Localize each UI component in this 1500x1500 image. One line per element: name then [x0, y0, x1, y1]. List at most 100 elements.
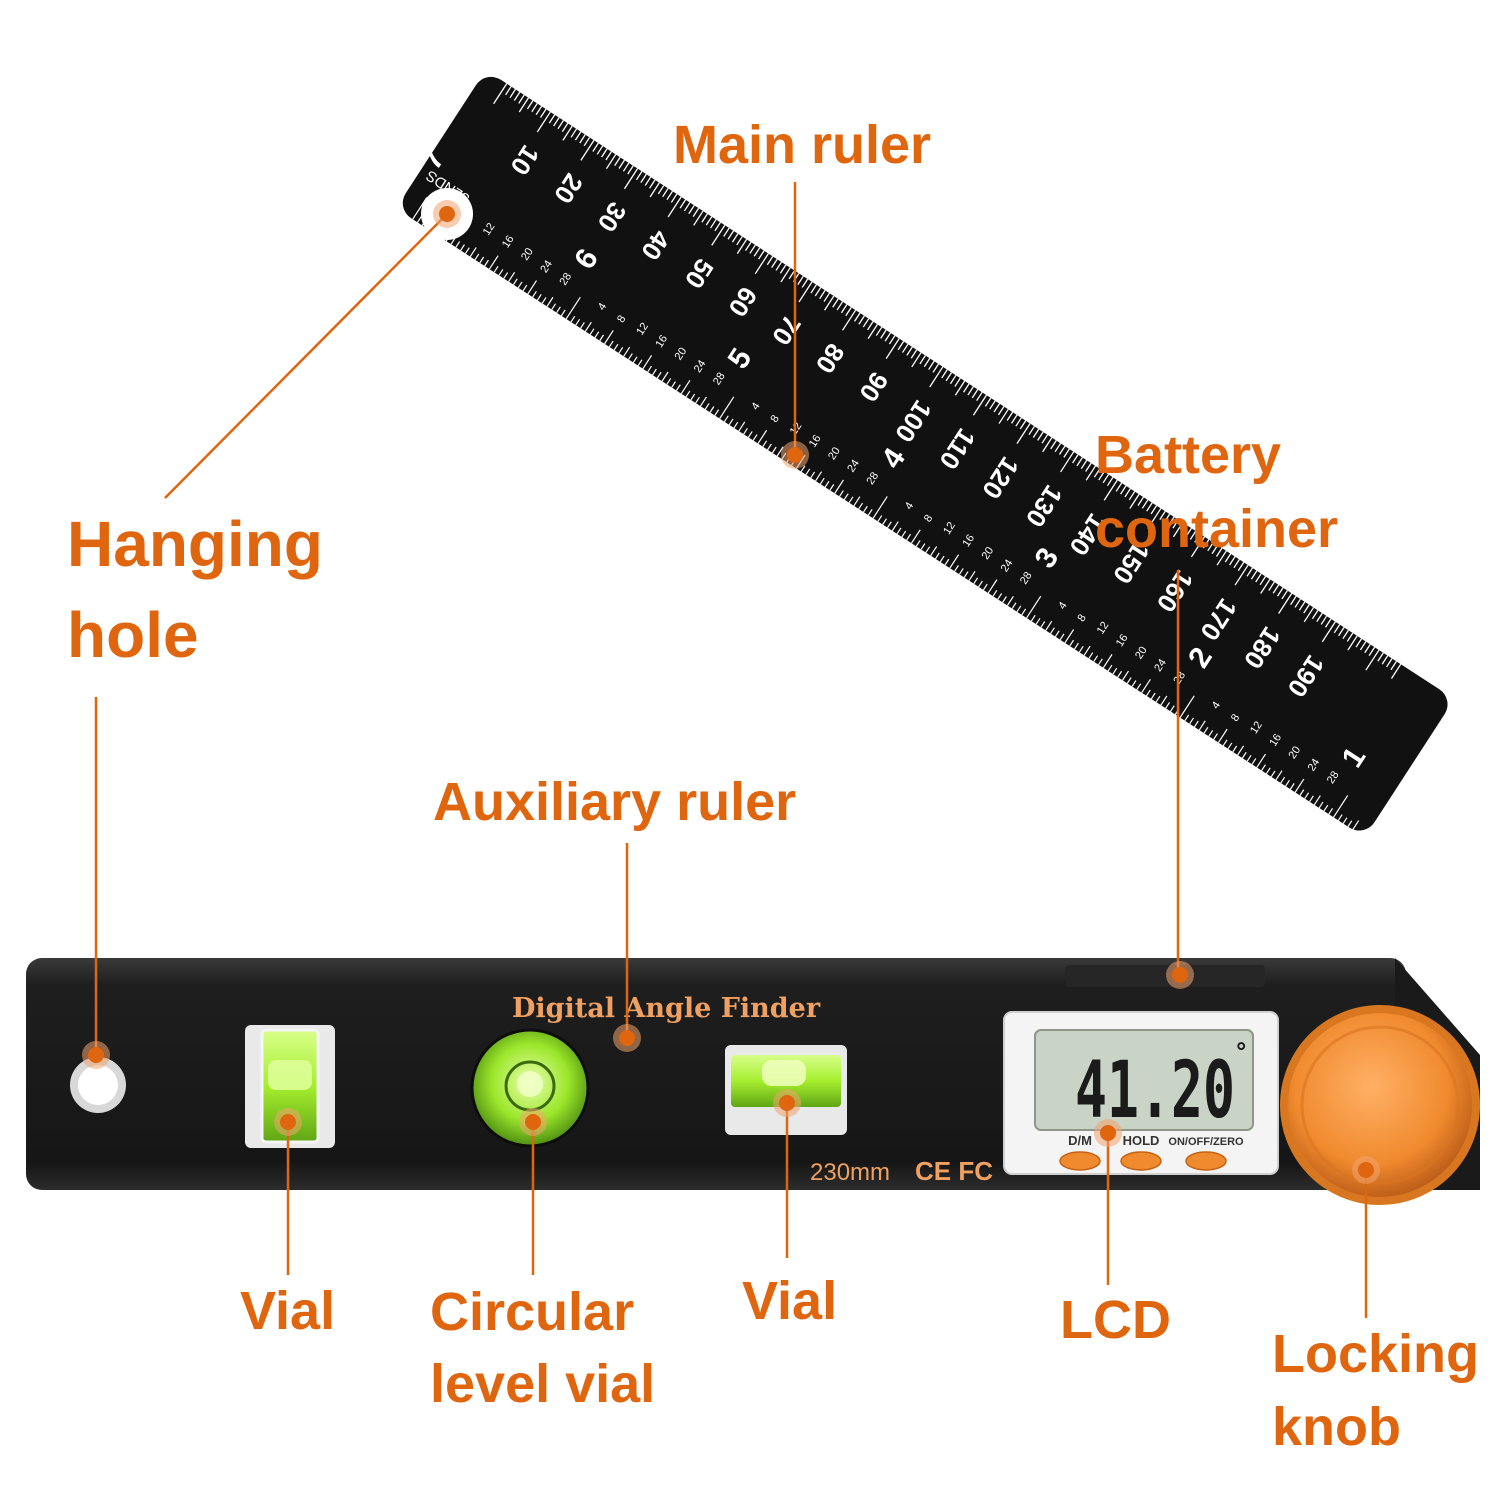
ruler-fraction-label: 16	[960, 532, 977, 549]
ruler-tick	[1150, 692, 1156, 700]
ruler-tick	[901, 343, 909, 353]
lcd-button[interactable]	[1120, 1151, 1162, 1171]
ruler-tick	[842, 309, 857, 331]
ruler-tick	[1346, 632, 1354, 642]
ruler-tick	[460, 244, 465, 251]
lcd-screen	[1034, 1029, 1254, 1131]
ruler-tick	[932, 363, 940, 373]
callout-dot-icon	[525, 1114, 541, 1130]
ruler-fraction-label: 4	[903, 500, 916, 512]
ruler-tick	[455, 241, 461, 248]
ruler-tick	[775, 261, 783, 271]
ruler-tick	[839, 490, 844, 497]
ruler-tick	[882, 518, 888, 525]
brand-text: Digital Angle Finder	[512, 993, 821, 1024]
ruler-fraction-label: 16	[500, 233, 517, 250]
ruler-tick	[824, 480, 830, 488]
ruler-tick	[753, 247, 761, 257]
callout-dot-icon	[1100, 1125, 1116, 1141]
ruler-tick	[532, 290, 537, 298]
ruler-tick	[1019, 420, 1027, 430]
ruler-tick	[738, 421, 746, 432]
ruler-tick	[1211, 544, 1219, 554]
ruler-tick	[1063, 448, 1070, 458]
ruler-tick	[906, 346, 913, 356]
ruler-tick	[565, 296, 581, 320]
ruler-tick	[1333, 624, 1341, 634]
ruler-tick	[627, 165, 634, 175]
ruler-tick	[513, 91, 521, 101]
ruler-tick	[1093, 655, 1099, 662]
ruler-tick	[1128, 491, 1136, 501]
ruler-tick	[867, 323, 878, 339]
ruler-tick	[944, 558, 950, 566]
ruler-tick	[829, 484, 835, 491]
ruler-tick	[1234, 564, 1249, 586]
ruler-tick	[1042, 437, 1053, 453]
ruler-tick	[1237, 745, 1245, 756]
ruler-tick	[1050, 440, 1057, 450]
lcd-button-label: HOLD	[1123, 1133, 1160, 1148]
ruler-tick	[560, 309, 566, 317]
ruler-tick	[596, 145, 604, 155]
ruler-tick	[891, 521, 899, 532]
ruler-tick	[923, 357, 931, 368]
ruler-fraction-label: 24	[845, 458, 862, 475]
ruler-tick	[1333, 795, 1349, 818]
ruler-tick	[766, 256, 774, 266]
ruler-tick	[688, 205, 695, 215]
ruler-tick	[1265, 767, 1271, 775]
ruler-tick	[1069, 639, 1075, 647]
ruler-tick	[872, 496, 888, 519]
ruler-tick	[604, 330, 614, 345]
ruler-tick	[1160, 695, 1168, 706]
ruler-fraction-label: 20	[1133, 645, 1150, 662]
ruler-tick	[989, 400, 996, 410]
ruler-tick	[714, 222, 721, 232]
ruler-tick	[1277, 587, 1284, 597]
ruler-tick	[744, 241, 752, 251]
label-circular-line1: Circular	[430, 1282, 634, 1342]
lcd-button-label: ON/OFF/ZERO	[1168, 1136, 1244, 1148]
ruler-tick	[657, 185, 665, 195]
ruler-tick	[498, 269, 504, 276]
ruler-tick	[536, 294, 542, 301]
ruler-tick	[1137, 496, 1144, 506]
ruler-tick	[1202, 539, 1210, 549]
ruler-tick	[728, 418, 734, 426]
ruler-fraction-label: 24	[1152, 657, 1169, 674]
ruler-tick	[1365, 649, 1380, 671]
ruler-tick	[1074, 642, 1079, 650]
ruler-tick	[1203, 726, 1209, 734]
ruler-fraction-label: 24	[999, 557, 1016, 574]
ruler-tick	[1083, 645, 1091, 656]
ruler-fraction-label: 20	[980, 545, 997, 562]
ruler-tick	[605, 151, 612, 161]
ruler-tick	[536, 111, 551, 133]
ruler-tick	[711, 224, 726, 246]
ruler-tick	[733, 421, 739, 429]
ruler-tick	[971, 389, 979, 399]
ruler-tick	[877, 515, 883, 522]
ruler-tick	[896, 527, 902, 535]
ruler-tick	[1311, 610, 1319, 620]
ruler-tick	[649, 182, 660, 198]
ruler-tick	[863, 505, 868, 513]
lcd-button[interactable]	[1185, 1151, 1227, 1171]
ruler-tick	[1299, 789, 1305, 796]
lcd-button[interactable]	[1059, 1151, 1101, 1171]
ruler-tick	[601, 148, 608, 158]
ruler-tick	[814, 287, 822, 297]
ruler-tick	[1150, 505, 1158, 515]
ruler-tick	[1289, 783, 1295, 790]
ruler-tick	[915, 540, 921, 547]
ruler-tick	[972, 394, 987, 416]
spec-text: 230mm	[810, 1159, 890, 1186]
ruler-tick	[1232, 745, 1238, 753]
ruler-tick	[1028, 425, 1035, 436]
ruler-tick	[1261, 764, 1266, 771]
ruler-fraction-label: 20	[519, 246, 536, 263]
locking-knob[interactable]	[1280, 1005, 1480, 1205]
